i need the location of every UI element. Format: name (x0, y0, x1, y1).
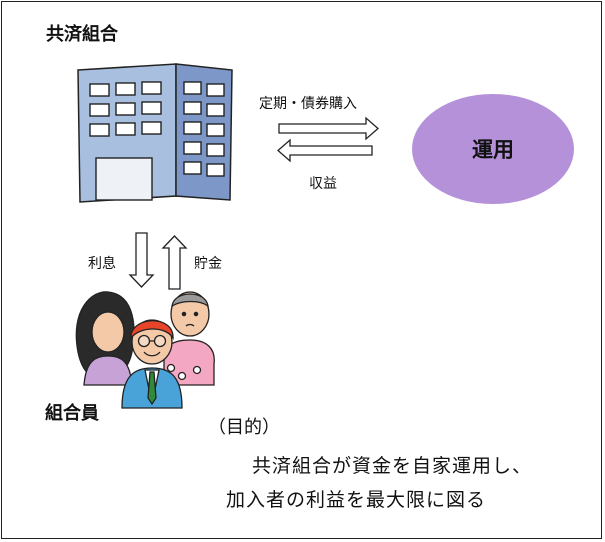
members-label: 組合員 (45, 403, 99, 424)
building-icon (77, 63, 233, 203)
purpose-heading: （目的） (208, 417, 280, 438)
purpose-line-2: 加入者の利益を最大限に図る (226, 489, 487, 511)
investment-label: 運用 (472, 138, 514, 162)
members-icon (75, 291, 215, 409)
union-label: 共済組合 (46, 24, 118, 45)
savings-label: 貯金 (194, 256, 222, 272)
investment-circle: 運用 (412, 94, 574, 204)
arrow-to-investment (278, 116, 379, 141)
interest-label: 利息 (88, 256, 116, 272)
arrow-top-label: 定期・債券購入 (259, 96, 357, 112)
arrow-from-investment (277, 138, 373, 163)
arrow-bottom-label: 収益 (309, 176, 337, 192)
savings-up-arrow (161, 235, 188, 290)
purpose-line-1: 共済組合が資金を自家運用し、 (252, 455, 533, 477)
interest-down-arrow (128, 232, 155, 288)
